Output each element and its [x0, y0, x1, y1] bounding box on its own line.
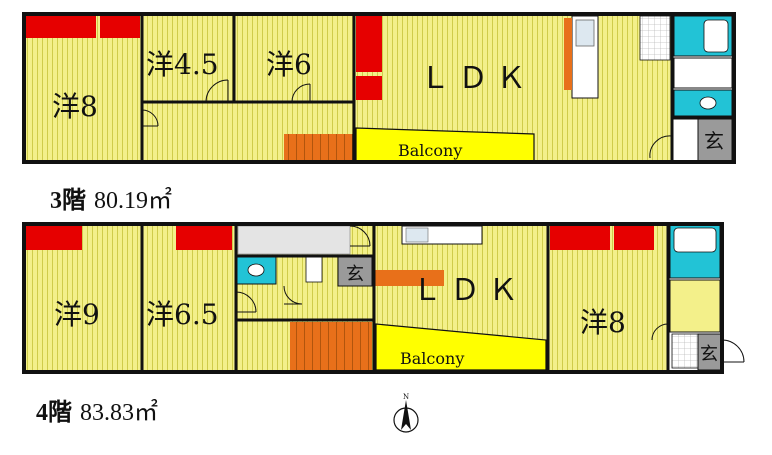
f4-sink	[305, 255, 323, 283]
f4-label-9: 洋9	[54, 298, 100, 331]
f4-closet	[176, 226, 232, 250]
f3-label-entrance: 玄	[704, 129, 724, 153]
f3-laundry	[639, 15, 671, 61]
floor3-plan: 洋8 洋4.5 洋6 ＬＤＫ Balcony 玄	[22, 12, 736, 164]
f3-outer-wall	[22, 12, 736, 164]
f4-label-balcony: Balcony	[400, 349, 464, 368]
floor3-caption: 3階 80.19㎡	[50, 180, 172, 215]
f4-entrance-a	[337, 255, 373, 287]
f3-closet	[356, 76, 382, 100]
f4-laundry	[671, 333, 699, 369]
f3-room-8	[24, 14, 142, 162]
f3-stairs	[284, 134, 354, 162]
f3-closet	[356, 16, 382, 72]
floor4-caption: 4階 83.83㎡	[36, 392, 158, 427]
f4-walls	[140, 224, 670, 372]
f4-doors	[235, 225, 745, 363]
f4-stairs-upper	[237, 225, 351, 255]
f3-label-ldk: ＬＤＫ	[420, 61, 534, 96]
f3-closet	[26, 16, 96, 38]
f3-label-8: 洋8	[52, 90, 98, 123]
f4-counter-orange	[374, 270, 444, 286]
f3-doors	[141, 79, 673, 159]
floor3-caption-floor: 3階	[50, 188, 86, 214]
f3-toilet	[699, 96, 717, 110]
f3-label-6: 洋6	[266, 48, 312, 81]
f3-room-6	[234, 14, 354, 102]
floor3-caption-area: 80.19㎡	[94, 188, 172, 214]
compass-label: N	[403, 393, 409, 401]
f3-label-balcony: Balcony	[398, 141, 462, 160]
f4-label-entrance-b: 玄	[700, 344, 718, 365]
f3-room-45	[142, 14, 234, 102]
f4-closet	[614, 226, 654, 250]
f3-kitchen-orange	[564, 18, 572, 90]
f3-label-45: 洋4.5	[146, 48, 219, 81]
f4-label-65: 洋6.5	[146, 298, 219, 331]
f3-bathtub	[703, 19, 729, 53]
floor4-plan: 洋9 洋6.5 ＬＤＫ Balcony 洋8 玄 玄	[22, 222, 745, 374]
floor4-caption-floor: 4階	[36, 400, 72, 426]
f3-washroom	[673, 57, 733, 89]
f3-toilet-room	[673, 89, 733, 117]
f4-label-entrance-a: 玄	[346, 264, 364, 285]
f3-kitchen-stove	[575, 19, 595, 47]
f4-kitchen-stove	[405, 227, 429, 243]
floor4-caption-area: 83.83㎡	[80, 400, 158, 426]
f4-washroom	[669, 279, 721, 333]
f4-closet	[26, 226, 82, 250]
compass-icon: N	[393, 393, 419, 433]
f4-bathtub	[673, 227, 717, 253]
f3-closet	[100, 16, 140, 38]
f4-stairs	[290, 322, 372, 372]
f4-label-ldk: ＬＤＫ	[412, 273, 526, 308]
f4-closet	[550, 226, 610, 250]
f4-toilet	[247, 263, 265, 277]
f4-label-8: 洋8	[580, 306, 626, 339]
